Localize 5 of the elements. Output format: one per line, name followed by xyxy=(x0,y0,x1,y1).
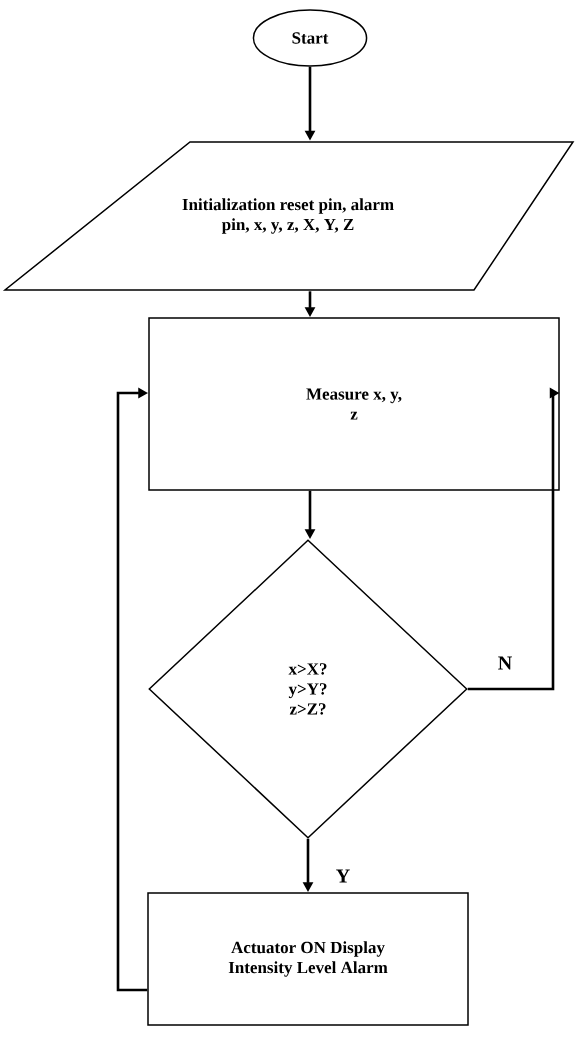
process-box: Actuator ON Display Intensity Level Alarm xyxy=(147,892,469,1026)
process-box: Measure x, y, z xyxy=(148,317,560,491)
edge-label: Y xyxy=(334,868,352,884)
edge-label: N xyxy=(496,655,514,671)
terminal-oval: Start xyxy=(252,9,368,67)
